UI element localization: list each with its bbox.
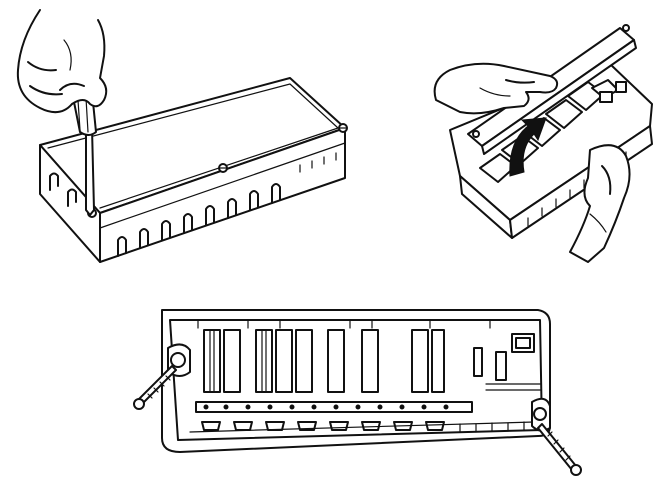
terminal-clips	[189, 421, 535, 433]
rotate-arrow-icon	[509, 117, 547, 177]
wall-screw-icon	[537, 423, 582, 476]
step-lift-off-cover	[420, 0, 667, 270]
lift-cover-illustration	[433, 24, 653, 263]
terminal-rail	[195, 401, 473, 413]
cover-screws-illustration	[16, 9, 348, 263]
step-wall-mount-base	[130, 290, 610, 480]
vent-slots	[49, 172, 281, 257]
hand-icon	[16, 9, 108, 114]
hand-icon	[433, 62, 559, 115]
wall-plug-icon	[531, 397, 551, 432]
step-remove-cover-screws	[0, 0, 360, 270]
hand-icon	[569, 144, 631, 263]
enclosure-box	[39, 77, 346, 263]
connector-slots	[203, 329, 541, 393]
wall-mount-illustration	[133, 309, 582, 476]
wall-screw-icon	[133, 365, 177, 410]
